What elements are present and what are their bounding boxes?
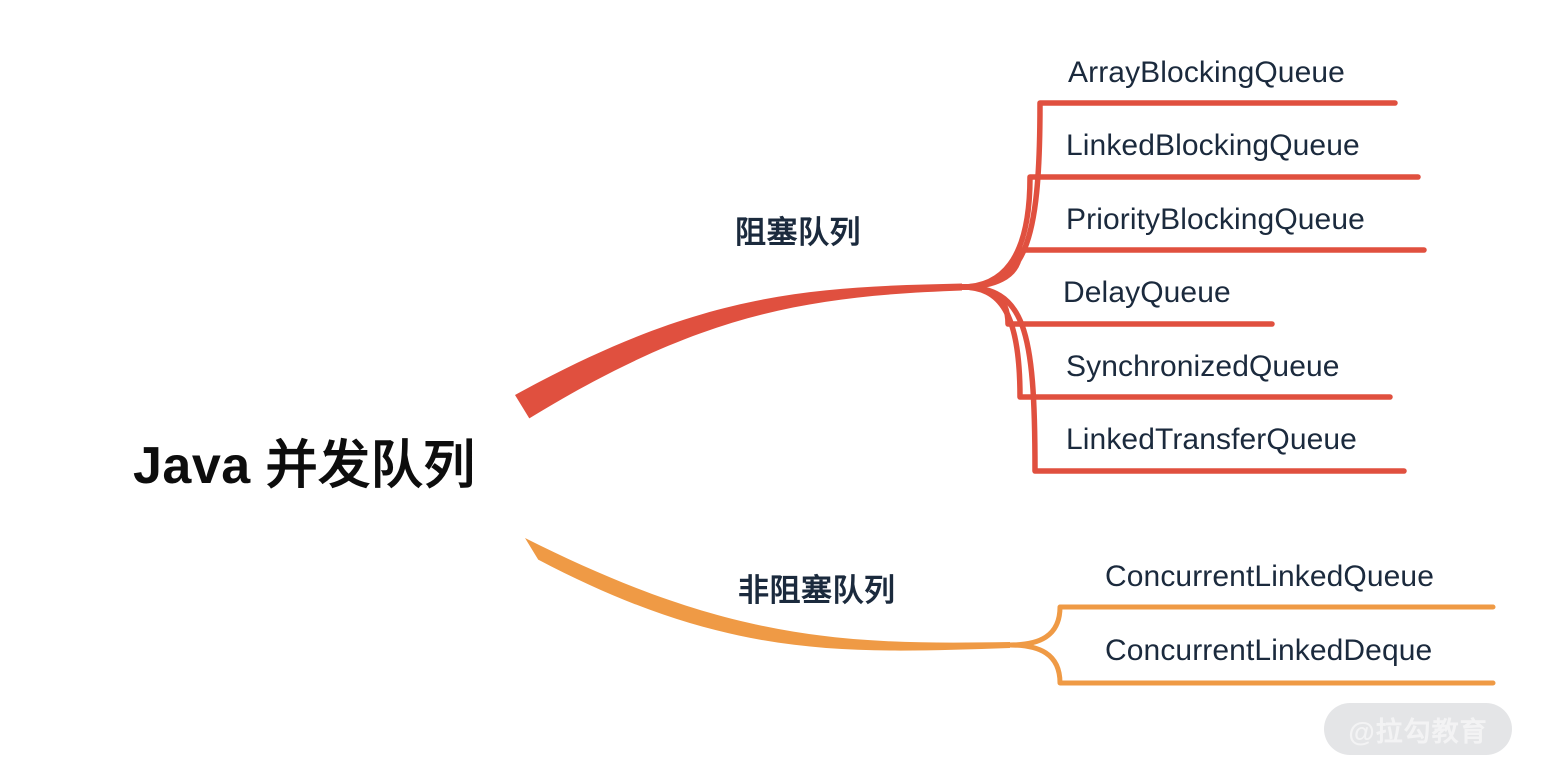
branch-label-blocking: 阻塞队列 bbox=[735, 215, 861, 250]
leaf-node-label: LinkedBlockingQueue bbox=[1066, 129, 1360, 162]
watermark-badge: @拉勾教育 bbox=[1324, 703, 1512, 755]
leaf-node-label: ArrayBlockingQueue bbox=[1068, 56, 1345, 89]
connector-non-blocking-1 bbox=[1007, 642, 1496, 686]
watermark-text: @拉勾教育 bbox=[1348, 716, 1488, 747]
connector-blocking-5 bbox=[959, 284, 1407, 474]
leaf-node-label: ConcurrentLinkedQueue bbox=[1105, 560, 1434, 593]
leaf-node-label: PriorityBlockingQueue bbox=[1066, 203, 1365, 236]
leaf-node-label: SynchronizedQueue bbox=[1066, 350, 1340, 383]
leaf-node-label: ConcurrentLinkedDeque bbox=[1105, 634, 1433, 667]
branch-trunk-non-blocking bbox=[525, 538, 1010, 651]
branch-label-non-blocking: 非阻塞队列 bbox=[738, 573, 896, 608]
root-node-label: Java 并发队列 bbox=[133, 437, 476, 495]
leaf-node-label: LinkedTransferQueue bbox=[1066, 423, 1357, 456]
branch-trunk-blocking bbox=[515, 283, 962, 419]
leaf-node-label: DelayQueue bbox=[1063, 276, 1231, 309]
